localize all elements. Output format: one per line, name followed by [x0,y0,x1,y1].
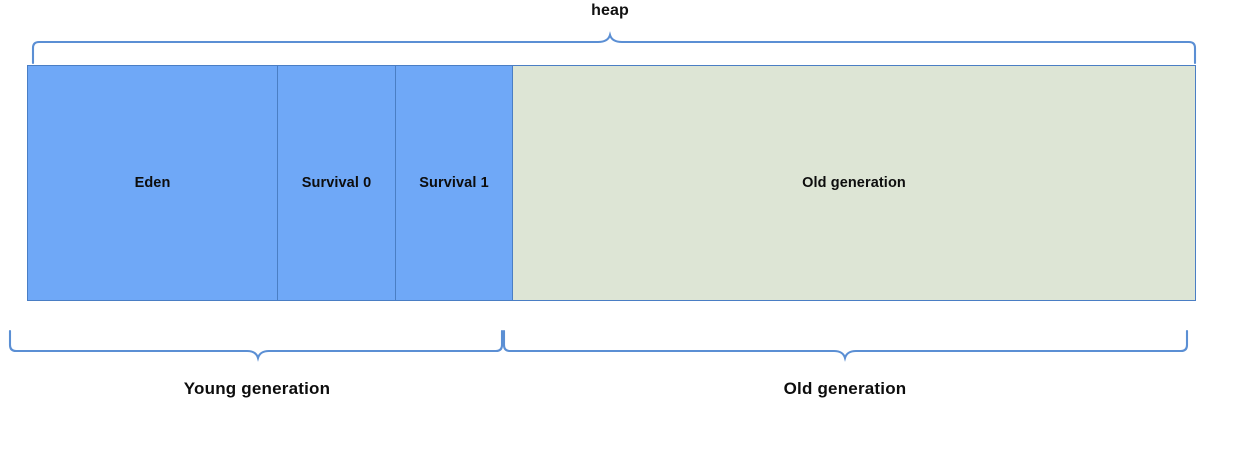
old-generation-brace [502,329,1189,362]
top-heap-brace [31,31,1197,65]
young-generation-brace [8,329,504,362]
heap-caption: heap [591,2,629,19]
heap-region-survival-0[interactable]: Survival 0 [277,66,395,300]
heap-bar: Eden Survival 0 Survival 1 Old generatio… [27,65,1196,301]
young-generation-caption: Young generation [183,379,331,398]
heap-region-survival-0-label: Survival 0 [301,175,372,191]
heap-region-eden[interactable]: Eden [28,66,277,300]
heap-region-survival-1[interactable]: Survival 1 [395,66,512,300]
heap-region-old-generation-label: Old generation [802,175,906,191]
heap-region-eden-label: Eden [134,175,171,191]
heap-region-old-generation[interactable]: Old generation [512,66,1195,300]
old-generation-caption: Old generation [783,379,907,398]
heap-region-survival-1-label: Survival 1 [419,175,489,191]
